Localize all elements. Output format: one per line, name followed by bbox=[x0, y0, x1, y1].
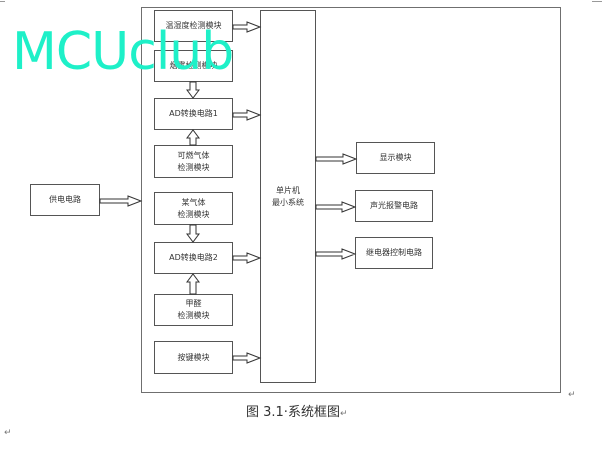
arrow-combustible-to-ad1 bbox=[186, 129, 200, 146]
module-label: 按键模块 bbox=[177, 352, 210, 362]
relay-control-circuit: 继电器控制电路 bbox=[355, 237, 433, 269]
arrow-ad2-to-mcu bbox=[232, 252, 262, 264]
gas-module: 某气体 检测模块 bbox=[154, 192, 233, 225]
module-label: 烟雾检测模块 bbox=[169, 61, 218, 70]
ad-converter-2: AD转换电路2 bbox=[154, 242, 233, 274]
display-module: 显示模块 bbox=[356, 142, 435, 174]
paragraph-mark: ↵ bbox=[568, 390, 576, 400]
mcu-block: 单片机 最小系统 bbox=[260, 10, 316, 383]
module-label: AD转换电路2 bbox=[169, 253, 218, 262]
arrow-gas-to-ad2 bbox=[186, 224, 200, 243]
figure-caption: 图 3.1·系统框图↵ bbox=[246, 401, 348, 420]
arrow-ad1-to-mcu bbox=[232, 109, 262, 121]
watermark-logo: MCUclub bbox=[12, 22, 234, 82]
corner-mark bbox=[0, 1, 5, 2]
arrow-power-to-system bbox=[99, 195, 143, 207]
paragraph-mark: ↵ bbox=[339, 409, 348, 419]
caption-text: 图 3.1·系统框图 bbox=[246, 405, 340, 420]
power-supply-block: 供电电路 bbox=[30, 184, 100, 216]
arrow-mcu-to-display bbox=[315, 153, 358, 165]
power-label: 供电电路 bbox=[49, 195, 81, 204]
combustible-gas-module: 可燃气体 检测模块 bbox=[154, 145, 233, 178]
smoke-module: 烟雾检测模块 bbox=[154, 50, 233, 82]
module-label: 某气体 检测模块 bbox=[177, 197, 210, 219]
system-frame bbox=[141, 7, 561, 393]
mcu-label: 单片机 最小系统 bbox=[272, 185, 304, 207]
arrow-mcu-to-alarm bbox=[315, 201, 357, 213]
module-label: 显示模块 bbox=[379, 153, 412, 162]
module-label: 继电器控制电路 bbox=[366, 248, 422, 257]
module-label: 甲醛 检测模块 bbox=[177, 299, 210, 320]
paragraph-mark: ↵ bbox=[4, 428, 12, 438]
arrow-formaldehyde-to-ad2 bbox=[186, 273, 200, 295]
corner-mark bbox=[592, 1, 602, 2]
temp-humidity-module: 温湿度检测模块 bbox=[154, 10, 233, 42]
alarm-circuit: 声光报警电路 bbox=[355, 190, 433, 222]
module-label: 可燃气体 检测模块 bbox=[177, 150, 210, 172]
arrow-smoke-to-ad1 bbox=[186, 81, 200, 99]
arrow-mcu-to-relay bbox=[315, 248, 357, 260]
module-label: AD转换电路1 bbox=[169, 109, 218, 118]
key-module: 按键模块 bbox=[154, 341, 233, 374]
ad-converter-1: AD转换电路1 bbox=[154, 98, 233, 130]
module-label: 温湿度检测模块 bbox=[165, 21, 222, 30]
arrow-key-to-mcu bbox=[232, 352, 262, 364]
module-label: 声光报警电路 bbox=[370, 201, 418, 210]
arrow-temp-to-mcu bbox=[232, 21, 262, 33]
